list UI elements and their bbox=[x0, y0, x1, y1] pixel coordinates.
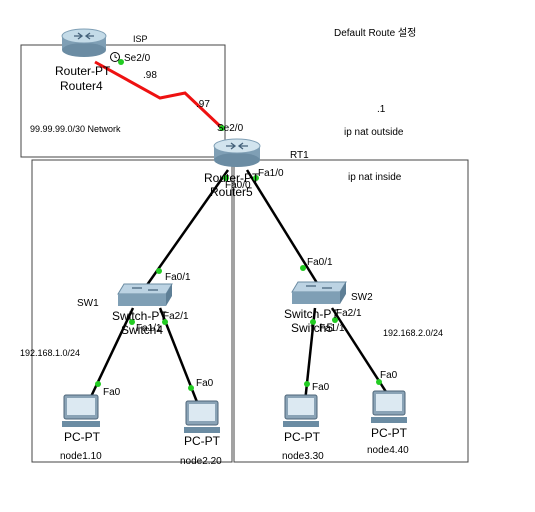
port-light bbox=[300, 265, 306, 271]
pc1-type: PC-PT bbox=[64, 430, 101, 444]
router-icon[interactable] bbox=[61, 28, 107, 57]
link-rt1-sw1 bbox=[145, 169, 230, 286]
port-light bbox=[376, 379, 382, 385]
lan2-area-box bbox=[233, 159, 469, 463]
isp-router-type: Router-PT bbox=[55, 64, 111, 78]
switch-icon[interactable] bbox=[117, 283, 173, 306]
rt1-wan-ip-suffix: .97 bbox=[196, 99, 210, 110]
pc1-name: node1.10 bbox=[60, 451, 102, 462]
rt1-router-name: Router5 bbox=[210, 185, 253, 199]
isp-router-name: Router4 bbox=[60, 79, 103, 93]
rt1-label: RT1 bbox=[290, 150, 309, 161]
rt1-port-right: Fa1/0 bbox=[258, 168, 284, 179]
link-rt1-sw2 bbox=[245, 169, 319, 284]
isp-port-label: Se2/0 bbox=[124, 53, 151, 64]
pc2-type: PC-PT bbox=[184, 434, 221, 448]
port-light bbox=[223, 175, 229, 181]
sw1-label: SW1 bbox=[77, 298, 99, 309]
sw2-label: SW2 bbox=[351, 292, 373, 303]
isp-label: ISP bbox=[133, 34, 148, 44]
clock-icon bbox=[110, 52, 120, 62]
port-light bbox=[156, 268, 162, 274]
sw2-port-a: Fa1/1 bbox=[319, 323, 345, 334]
switch-icon[interactable] bbox=[291, 281, 347, 304]
diagram-title: Default Route 설정 bbox=[334, 27, 416, 39]
port-light bbox=[219, 125, 225, 131]
port-light bbox=[188, 385, 194, 391]
link-sw1-pc1 bbox=[86, 307, 135, 404]
port-light bbox=[332, 317, 338, 323]
pc4-name: node4.40 bbox=[367, 445, 409, 456]
pc1-port: Fa0 bbox=[103, 387, 121, 398]
pc-icon[interactable] bbox=[184, 400, 220, 433]
pc4-port: Fa0 bbox=[380, 370, 398, 381]
sw1-uplink-port: Fa0/1 bbox=[165, 272, 191, 283]
sw1-port-a: Fa1/1 bbox=[136, 323, 162, 334]
sw1-name: Switch4 bbox=[121, 323, 163, 337]
port-light bbox=[253, 175, 259, 181]
port-light bbox=[304, 381, 310, 387]
pc2-name: node2.20 bbox=[180, 456, 222, 467]
isp-ip-suffix: .98 bbox=[143, 70, 157, 81]
sw2-type: Switch-PT bbox=[284, 307, 339, 321]
port-light bbox=[95, 381, 101, 387]
sw2-port-b: Fa2/1 bbox=[336, 308, 362, 319]
serial-link bbox=[94, 60, 224, 130]
lan1-area-box bbox=[31, 159, 233, 463]
rt1-nat-outside: ip nat outside bbox=[344, 127, 404, 138]
isp-network-label: 99.99.99.0/30 Network bbox=[30, 124, 121, 134]
rt1-port-left: Fa0/0 bbox=[225, 180, 251, 191]
port-light bbox=[162, 319, 168, 325]
rt1-router-type: Router-PT bbox=[204, 171, 260, 185]
sw1-network-label: 192.168.1.0/24 bbox=[20, 348, 80, 358]
sw2-uplink-port: Fa0/1 bbox=[307, 257, 333, 268]
pc4-type: PC-PT bbox=[371, 426, 408, 440]
pc-icon[interactable] bbox=[62, 394, 100, 427]
pc3-port: Fa0 bbox=[312, 382, 330, 393]
pc-icon[interactable] bbox=[371, 390, 407, 423]
rt1-wan-port-label: Se2/0 bbox=[217, 123, 244, 134]
rt1-nat-ip-suffix: .1 bbox=[377, 104, 386, 115]
rt1-nat-inside: ip nat inside bbox=[348, 172, 402, 183]
pc2-port: Fa0 bbox=[196, 378, 214, 389]
sw2-name: Switch5 bbox=[291, 321, 333, 335]
pc3-name: node3.30 bbox=[282, 451, 324, 462]
router-icon[interactable] bbox=[213, 138, 261, 167]
isp-area-box bbox=[20, 44, 226, 158]
port-light bbox=[310, 319, 316, 325]
sw1-type: Switch-PT bbox=[112, 309, 167, 323]
pc3-type: PC-PT bbox=[284, 430, 321, 444]
link-sw2-pc4 bbox=[330, 307, 392, 399]
pc-icon[interactable] bbox=[283, 394, 319, 427]
sw2-network-label: 192.168.2.0/24 bbox=[383, 328, 443, 338]
port-light bbox=[129, 319, 135, 325]
port-light bbox=[118, 59, 124, 65]
sw1-port-b: Fa2/1 bbox=[163, 311, 189, 322]
